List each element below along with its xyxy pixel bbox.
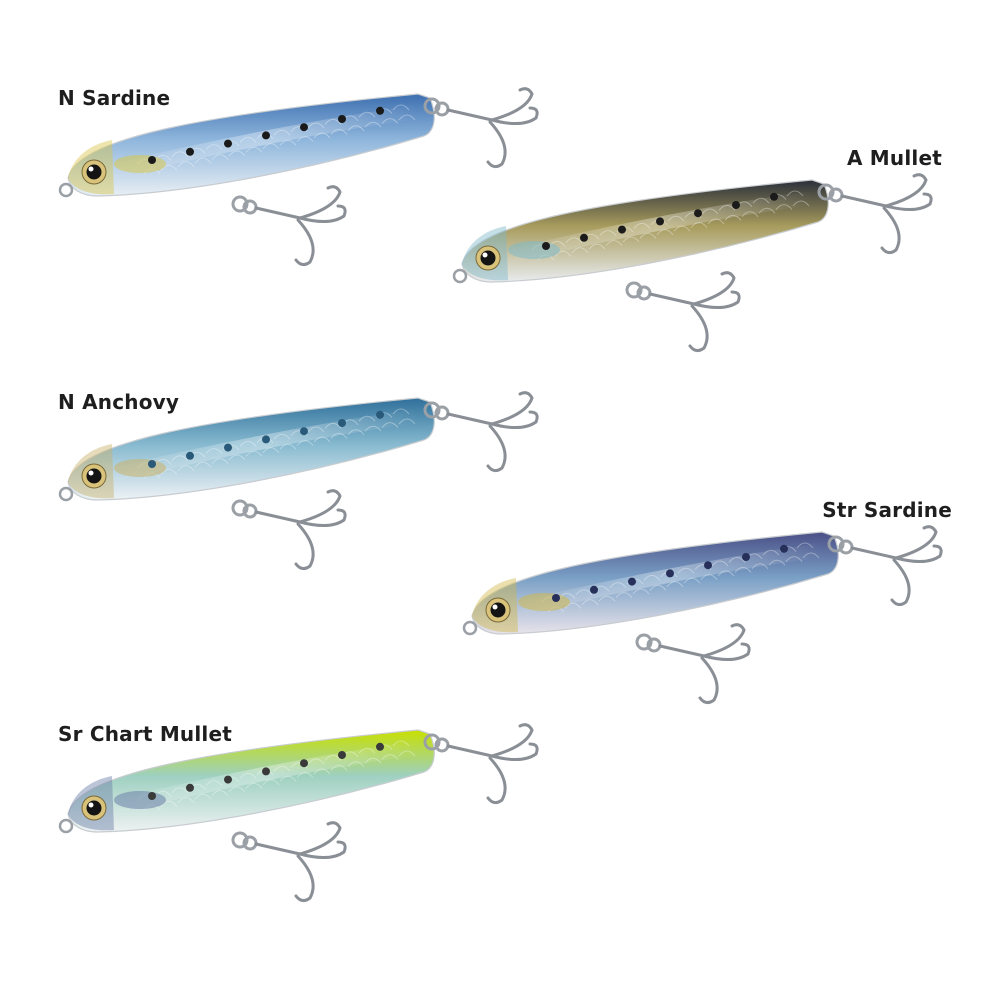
lure-accent: [114, 459, 166, 477]
lure-spots: [148, 106, 384, 164]
lure-item-str-sardine: Str Sardine: [462, 498, 962, 705]
lure-label: Str Sardine: [822, 498, 952, 522]
lure-spots: [148, 410, 384, 468]
lure-item-n-anchovy: N Anchovy: [58, 390, 558, 571]
lure-accent: [518, 593, 570, 611]
lure-eye: [485, 597, 511, 623]
lure-eye: [475, 245, 501, 271]
lure-label: N Sardine: [58, 86, 171, 110]
lure-label: N Anchovy: [58, 390, 180, 414]
lure-image: [462, 525, 943, 705]
lure-eye: [81, 159, 107, 185]
belly-hook: [635, 623, 751, 705]
line-tie-ring: [452, 268, 468, 284]
lure-item-n-sardine: N Sardine: [58, 86, 558, 267]
lure-label: Sr Chart Mullet: [58, 722, 233, 746]
tail-hook: [423, 391, 539, 473]
lure-item-sr-chart-mullet: Sr Chart Mullet: [58, 722, 558, 903]
lure-eye: [81, 795, 107, 821]
lure-accent: [508, 241, 560, 259]
lure-label: A Mullet: [846, 146, 942, 170]
lure-accent: [114, 155, 166, 173]
lure-spots: [552, 544, 788, 602]
line-tie-ring: [58, 182, 74, 198]
tail-hook: [817, 173, 933, 255]
lure-image: [58, 391, 539, 571]
lure-scales: [137, 104, 416, 175]
belly-hook: [231, 821, 347, 903]
tail-hook: [827, 525, 943, 607]
belly-hook: [625, 271, 741, 353]
lure-scales: [531, 190, 810, 261]
line-tie-ring: [58, 818, 74, 834]
tail-hook: [423, 723, 539, 805]
belly-hook: [231, 185, 347, 267]
lure-spots: [542, 192, 778, 250]
lure-spots: [148, 742, 384, 800]
tail-hook: [423, 87, 539, 169]
lure-image: [58, 723, 539, 903]
line-tie-ring: [462, 620, 478, 636]
lure-accent: [114, 791, 166, 809]
lure-eye: [81, 463, 107, 489]
belly-hook: [231, 489, 347, 571]
lure-image: [452, 173, 933, 353]
lure-item-a-mullet: A Mullet: [452, 146, 952, 353]
lure-image: [58, 87, 539, 267]
line-tie-ring: [58, 486, 74, 502]
